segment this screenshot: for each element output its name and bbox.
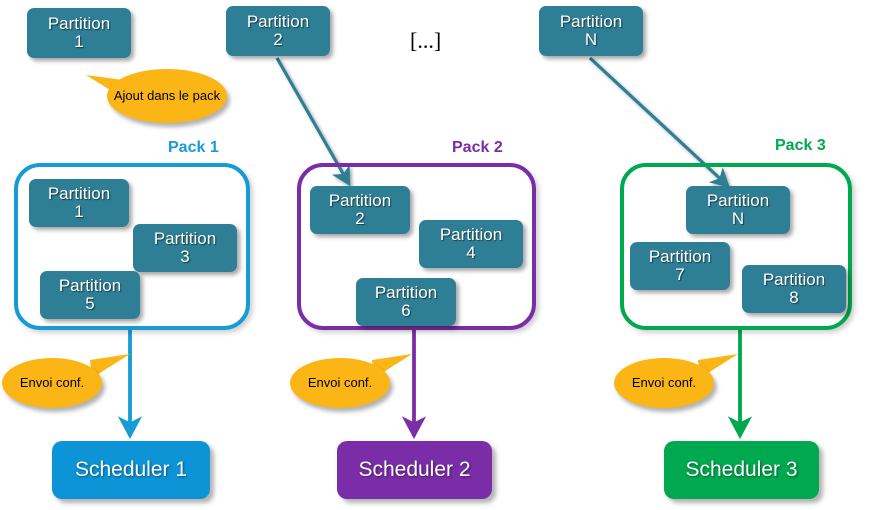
pack-container-1[interactable] [14,163,250,330]
partition-label-line1: Partition [706,191,770,211]
envoi-conf-1-tail [90,354,130,378]
partition-label-line2: 6 [401,301,411,320]
callout-text: Envoi conf. [631,374,697,390]
callout-text: Envoi conf. [307,374,373,390]
partition-label-line1: Partition [439,225,503,245]
pack-container-3[interactable] [620,163,852,330]
partition-label-line1: Partition [47,14,111,34]
partition-label-line2: N [584,30,598,49]
ellipsis-marker: [...] [410,28,442,53]
scheduler-box-2[interactable]: Scheduler 2 [337,441,492,499]
partition-chip-source-2[interactable]: Partition 2 [226,6,330,56]
partition-label-line2: N [731,209,745,228]
callout-text: Ajout dans le pack [113,87,221,103]
partition-chip-pack1-5[interactable]: Partition 5 [40,271,140,319]
callout-text: Envoi conf. [19,374,85,390]
partition-label-line2: 8 [789,288,799,307]
callout-envoi-conf-1: Envoi conf. [2,358,102,408]
partition-chip-pack1-3[interactable]: Partition 3 [133,224,237,272]
pack-container-2[interactable] [297,163,536,330]
partition-label-line2: 1 [74,32,84,51]
partition-label-line2: 2 [355,209,365,228]
partition-label-line1: Partition [559,12,623,32]
partition-label-line2: 1 [74,202,84,221]
partition-label-line1: Partition [246,12,310,32]
scheduler-label: Scheduler 2 [358,458,471,481]
partition-chip-source-1[interactable]: Partition 1 [27,8,131,58]
scheduler-label: Scheduler 3 [685,458,798,481]
partition-chip-pack2-4[interactable]: Partition 4 [419,220,523,268]
partition-chip-source-n[interactable]: Partition N [539,6,643,56]
partition-label-line2: 7 [675,265,685,284]
partition-chip-pack3-8[interactable]: Partition 8 [742,265,846,313]
scheduler-label: Scheduler 1 [74,458,188,481]
partition-label-line1: Partition [648,247,712,267]
scheduler-box-1[interactable]: Scheduler 1 [52,441,210,499]
partition-label-line1: Partition [762,270,826,290]
partition-label-line2: 4 [466,243,476,262]
callout-envoi-conf-2: Envoi conf. [290,358,390,408]
pack-label-2: Pack 2 [452,139,503,156]
partition-chip-pack2-2[interactable]: Partition 2 [310,186,410,234]
pack-label-3: Pack 3 [775,137,826,154]
pack-label-1: Pack 1 [168,139,219,156]
partition-label-line1: Partition [328,191,392,211]
partition-label-line2: 3 [180,247,190,266]
partition-label-line1: Partition [58,276,122,296]
callout-ajout-dans-le-pack: Ajout dans le pack [107,69,227,123]
partition-label-line2: 2 [273,30,283,49]
callout-envoi-conf-3: Envoi conf. [614,358,714,408]
partition-chip-pack2-6[interactable]: Partition 6 [356,278,456,326]
partition-label-line1: Partition [47,184,111,204]
partition-chip-pack3-n[interactable]: Partition N [686,186,790,234]
scheduler-box-3[interactable]: Scheduler 3 [664,441,819,499]
partition-label-line1: Partition [374,283,438,303]
partition-chip-pack3-7[interactable]: Partition 7 [630,242,730,290]
partition-label-line1: Partition [153,229,217,249]
partition-chip-pack1-1[interactable]: Partition 1 [29,179,129,227]
partition-label-line2: 5 [85,294,95,313]
